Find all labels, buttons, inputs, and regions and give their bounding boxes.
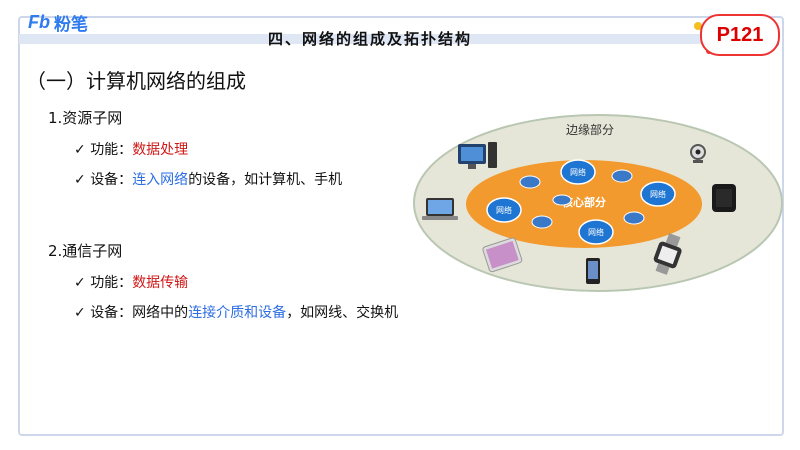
title-bar-underline — [19, 34, 724, 44]
resource-device-highlight: 连入网络 — [132, 172, 189, 188]
comm-device-prefix: 设备：网络中的 — [90, 305, 189, 321]
check-icon: ✓ — [74, 305, 86, 321]
network-composition-diagram: 边缘部分 核心部分 网络 网络 网络 网络 — [413, 114, 783, 292]
chapter-title: 四、网络的组成及拓扑结构 — [268, 30, 473, 48]
network-cloud-icon: 网络 — [486, 197, 522, 223]
comm-function-highlight: 数据传输 — [132, 275, 189, 291]
network-cloud-icon: 网络 — [578, 219, 614, 245]
router-icon — [519, 175, 541, 189]
comm-device-suffix: ，如网线、交换机 — [286, 305, 399, 321]
comm-device-highlight: 连接介质和设备 — [188, 305, 287, 321]
core-part-label: 核心部分 — [562, 195, 606, 209]
smartwatch-icon — [653, 233, 682, 275]
router-icon — [552, 194, 572, 206]
resource-function-item: ✓ 功能：数据处理 — [74, 139, 188, 159]
logo-mark: Fb — [28, 12, 50, 32]
comm-device-item: ✓ 设备：网络中的连接介质和设备，如网线、交换机 — [74, 302, 398, 322]
edge-part-label: 边缘部分 — [566, 122, 614, 137]
network-cloud-label: 网络 — [496, 205, 512, 215]
check-icon: ✓ — [74, 142, 86, 158]
tablet-icon — [482, 237, 523, 273]
network-cloud-label: 网络 — [650, 189, 666, 199]
network-cloud-label: 网络 — [570, 167, 586, 177]
laptop-icon — [422, 198, 458, 220]
router-icon — [531, 215, 553, 229]
resource-function-highlight: 数据处理 — [132, 142, 189, 158]
desktop-computer-icon — [458, 142, 497, 169]
router-icon — [611, 169, 633, 183]
badge-dot-yellow — [694, 22, 702, 30]
page-number-badge: P121 — [700, 14, 780, 56]
section-title: （一）计算机网络的组成 — [26, 69, 246, 93]
network-cloud-label: 网络 — [588, 227, 604, 237]
resource-device-suffix: 的设备，如计算机、手机 — [188, 172, 343, 188]
resource-device-item: ✓ 设备：连入网络的设备，如计算机、手机 — [74, 169, 342, 189]
logo-text: 粉笔 — [54, 15, 88, 35]
resource-device-prefix: 设备： — [90, 172, 133, 188]
webcam-icon — [690, 144, 706, 163]
network-cloud-icon: 网络 — [560, 159, 596, 185]
resource-subnet-heading: 1.资源子网 — [48, 109, 123, 127]
check-icon: ✓ — [74, 275, 86, 291]
fenbi-logo: Fb 粉笔 — [28, 10, 88, 35]
network-cloud-icon: 网络 — [640, 181, 676, 207]
smartwatch-square-icon — [712, 184, 736, 212]
resource-function-prefix: 功能： — [90, 142, 133, 158]
check-icon: ✓ — [74, 172, 86, 188]
router-icon — [623, 211, 645, 225]
comm-subnet-heading: 2.通信子网 — [48, 242, 123, 260]
comm-function-item: ✓ 功能：数据传输 — [74, 272, 188, 292]
comm-function-prefix: 功能： — [90, 275, 133, 291]
smartphone-icon — [586, 258, 600, 284]
